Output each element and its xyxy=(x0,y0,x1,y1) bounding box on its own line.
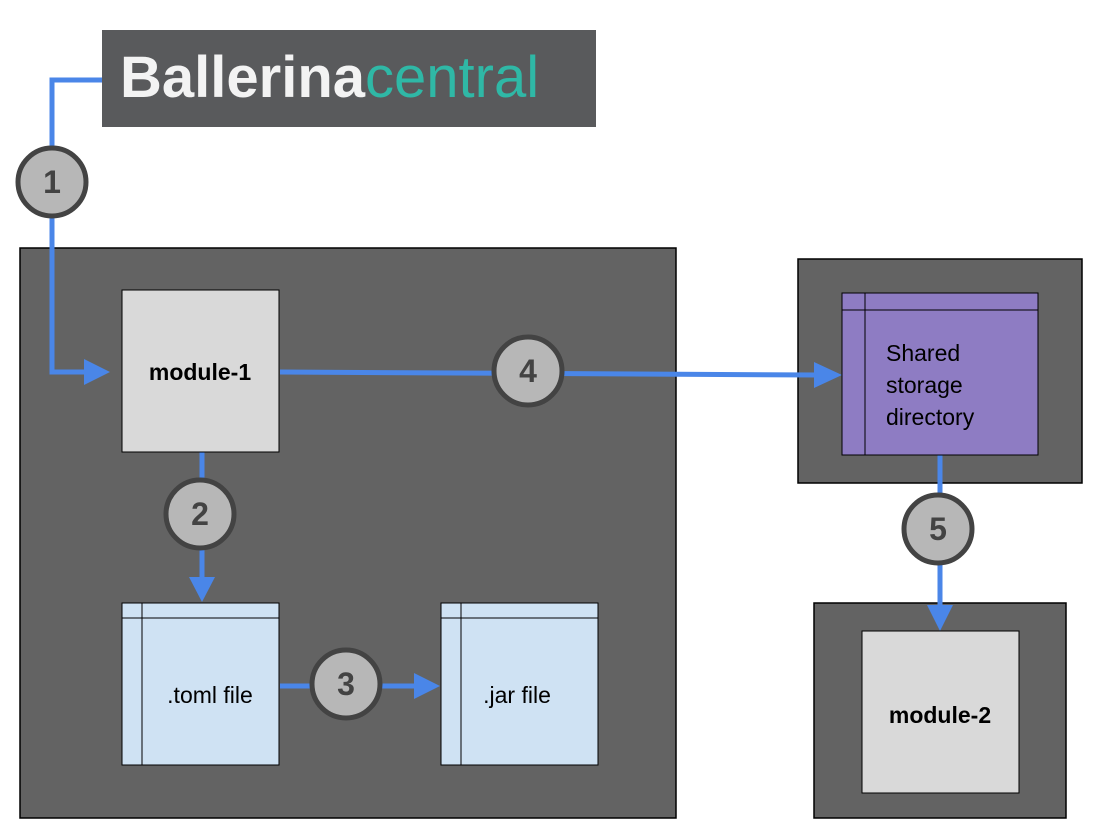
ballerina-central-logo: Ballerinacentral xyxy=(102,30,596,127)
step-number-5: 5 xyxy=(929,511,947,547)
storage-label-line-3: directory xyxy=(886,404,975,430)
storage-label-line-2: storage xyxy=(886,372,963,398)
module-2-node: module-2 xyxy=(861,630,1020,794)
step-marker-1: 1 xyxy=(15,145,89,219)
step-marker-3: 3 xyxy=(309,647,383,721)
module-1-node: module-1 xyxy=(121,289,280,453)
toml-file-label: .toml file xyxy=(167,682,253,708)
storage-label-line-1: Shared xyxy=(886,340,960,366)
logo-text: Ballerinacentral xyxy=(120,45,539,110)
shared-storage-box xyxy=(841,292,1039,456)
logo-text-light: central xyxy=(365,45,539,110)
toml-file-box xyxy=(121,602,280,766)
connector-logo-to-module-1 xyxy=(49,77,102,375)
step-number-4: 4 xyxy=(519,353,537,389)
step-marker-4: 4 xyxy=(491,334,565,408)
step-circle-5 xyxy=(901,492,975,566)
jar-file-label: .jar file xyxy=(483,682,551,708)
module-2-box xyxy=(861,630,1020,794)
logo-text-bold: Ballerina xyxy=(120,45,366,110)
toml-file-node: .toml file xyxy=(121,602,280,766)
step-number-2: 2 xyxy=(191,496,209,532)
module-1-box xyxy=(121,289,280,453)
step-marker-2: 2 xyxy=(163,477,237,551)
jar-file-node: .jar file xyxy=(440,602,599,766)
module-2-label: module-2 xyxy=(889,702,991,728)
step-number-3: 3 xyxy=(337,666,355,702)
step-circle-4 xyxy=(491,334,565,408)
module-1-label: module-1 xyxy=(149,359,251,385)
arrowhead-jar xyxy=(414,673,440,699)
arrowhead-module-2 xyxy=(927,605,953,631)
arrowhead-toml xyxy=(189,577,215,602)
arrowhead-storage xyxy=(814,362,842,388)
step-marker-5: 5 xyxy=(901,492,975,566)
logo-background xyxy=(102,30,596,127)
jar-file-box xyxy=(440,602,599,766)
step-number-1: 1 xyxy=(43,164,61,200)
arrowhead-module-1 xyxy=(84,359,110,385)
step-circle-1 xyxy=(15,145,89,219)
step-circle-3 xyxy=(309,647,383,721)
shared-storage-node: Shared storage directory xyxy=(841,292,1039,456)
step-circle-2 xyxy=(163,477,237,551)
